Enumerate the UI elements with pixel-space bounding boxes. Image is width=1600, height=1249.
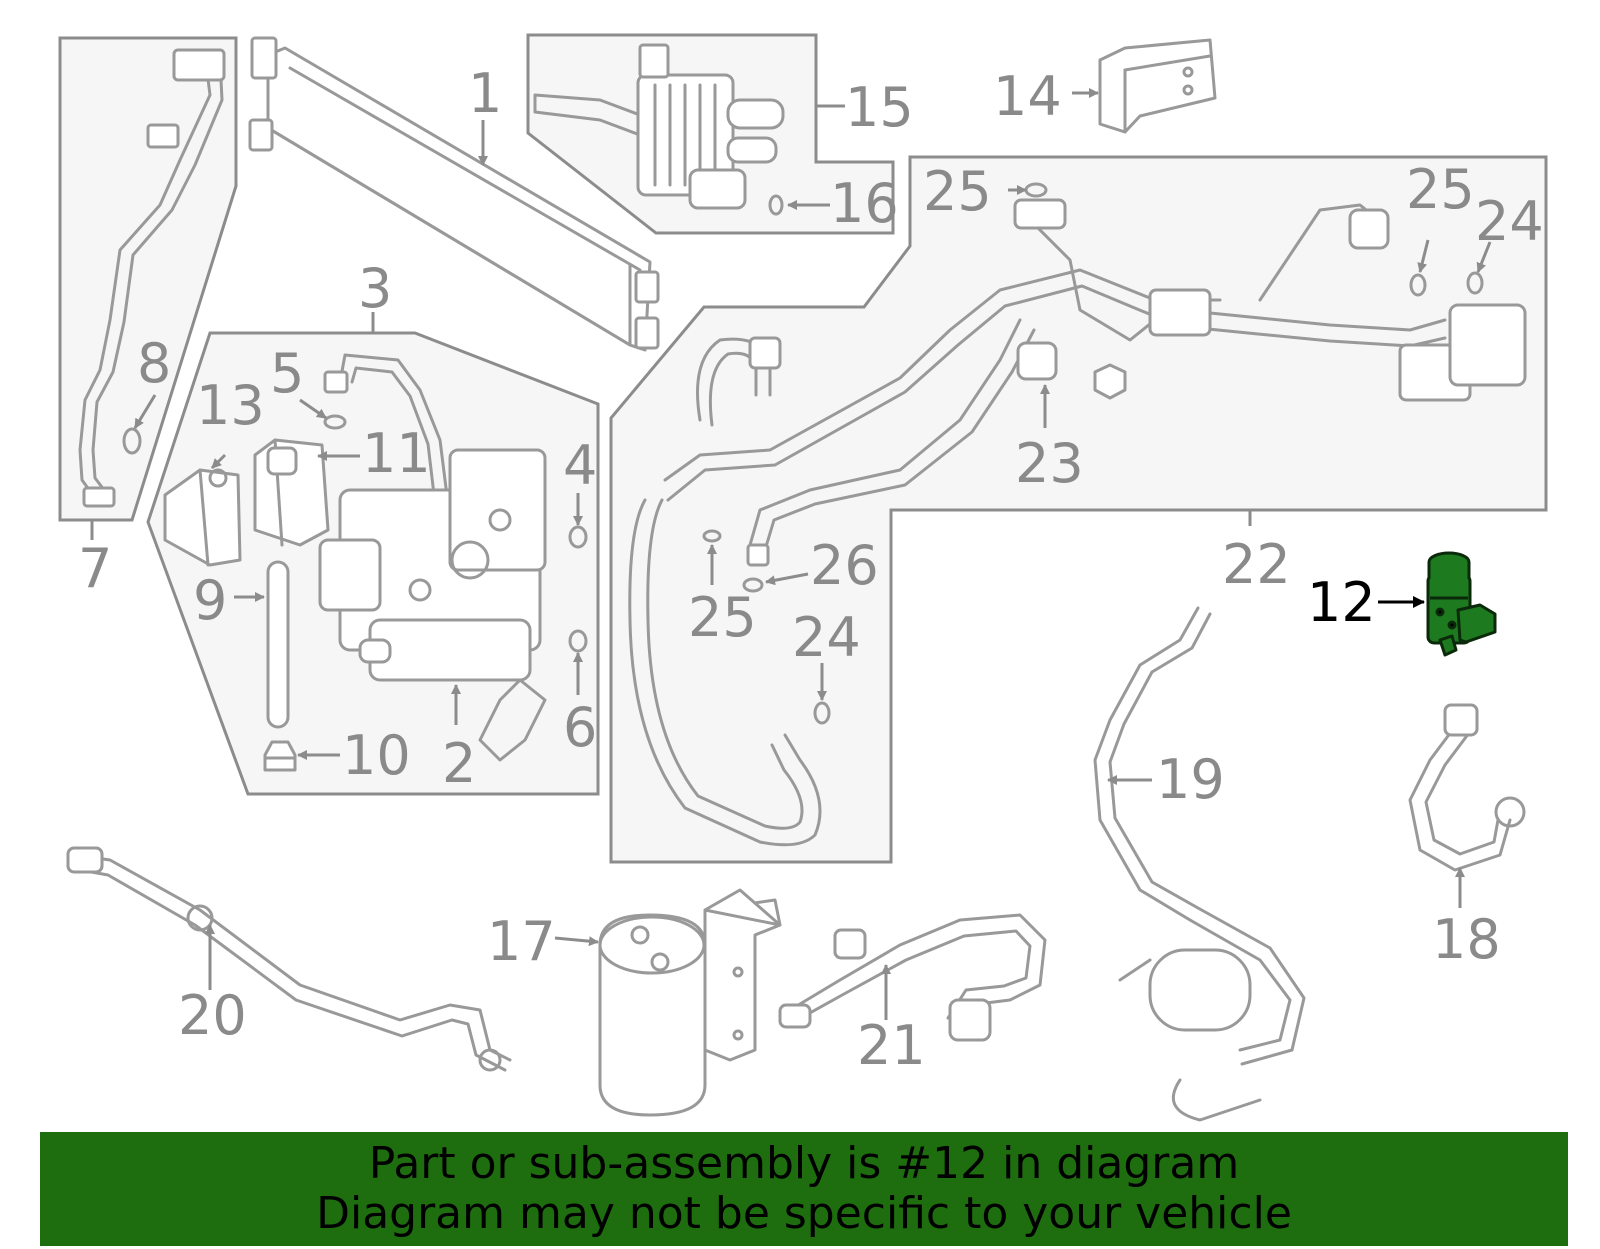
- part-23-grommet: [1016, 341, 1127, 400]
- callout-25-right: 25: [1406, 158, 1475, 221]
- callout-11: 11: [362, 422, 431, 485]
- callout-23: 23: [1015, 432, 1084, 495]
- part-13-sensor: [163, 468, 242, 567]
- callout-18: 18: [1432, 908, 1501, 971]
- part-info-banner: Part or sub-assembly is #12 in diagram D…: [40, 1132, 1568, 1246]
- callout-2: 2: [442, 732, 476, 795]
- part-11-sensor: [253, 438, 330, 547]
- part-18-line: [1408, 703, 1526, 872]
- callout-6: 6: [563, 696, 597, 759]
- callout-10: 10: [342, 724, 411, 787]
- callout-4: 4: [563, 434, 597, 497]
- banner-line-disclaimer: Diagram may not be specific to your vehi…: [316, 1188, 1292, 1239]
- part-25-oring-b: [1409, 273, 1427, 297]
- callout-labels: 1 3 15 14 16 25 25 24 23 22 25 26 24 8 7…: [78, 62, 1544, 1077]
- callout-3: 3: [358, 257, 392, 320]
- part-6-oring: [568, 629, 588, 653]
- part-8-oring: [122, 427, 142, 455]
- banner-line-part-number: Part or sub-assembly is #12 in diagram: [368, 1138, 1240, 1189]
- part-17-drier: [598, 888, 782, 1117]
- part-22-line-assembly: [628, 198, 1527, 847]
- callout-24-right: 24: [1475, 190, 1544, 253]
- callout-12: 12: [1307, 571, 1376, 634]
- callout-leaders: [90, 88, 1492, 1020]
- part-5-oring: [323, 414, 347, 430]
- callout-9: 9: [193, 569, 227, 632]
- callout-21: 21: [857, 1014, 926, 1077]
- callout-25-mid: 25: [688, 586, 757, 649]
- part-10-cap: [263, 740, 297, 772]
- callout-14: 14: [993, 65, 1062, 128]
- part-21-line: [778, 913, 1047, 1042]
- callout-26: 26: [810, 534, 879, 597]
- panel-group-7: [58, 36, 238, 522]
- part-9-filter: [266, 560, 290, 729]
- part-14-valve: [1098, 38, 1217, 134]
- part-26-oring: [742, 577, 764, 593]
- callout-13: 13: [196, 374, 265, 437]
- part-16-oring: [768, 194, 784, 216]
- part-25-oring-c: [702, 529, 722, 543]
- panel-group-22: [609, 155, 1548, 864]
- callout-22: 22: [1222, 533, 1291, 596]
- part-1-condenser: [248, 36, 660, 352]
- callout-17: 17: [487, 910, 556, 973]
- part-15-chiller: [533, 43, 785, 210]
- part-19-line: [1093, 606, 1306, 1122]
- part-4-oring: [568, 525, 588, 549]
- callout-16: 16: [830, 172, 899, 235]
- callout-8: 8: [137, 332, 171, 395]
- part-24-oring-a: [1466, 271, 1484, 295]
- callout-1: 1: [468, 62, 502, 125]
- part-7-pipe: [78, 48, 226, 508]
- part-24-oring-b: [813, 701, 831, 725]
- part-12-highlighted: [1426, 551, 1497, 657]
- callout-5: 5: [270, 342, 304, 405]
- callout-7: 7: [78, 537, 112, 600]
- callout-25-top: 25: [923, 160, 992, 223]
- part-20-line: [66, 846, 512, 1072]
- callout-19: 19: [1156, 748, 1225, 811]
- callout-15: 15: [845, 76, 914, 139]
- callout-20: 20: [178, 984, 247, 1047]
- part-2-compressor: [318, 448, 547, 762]
- callout-24-mid: 24: [792, 606, 861, 669]
